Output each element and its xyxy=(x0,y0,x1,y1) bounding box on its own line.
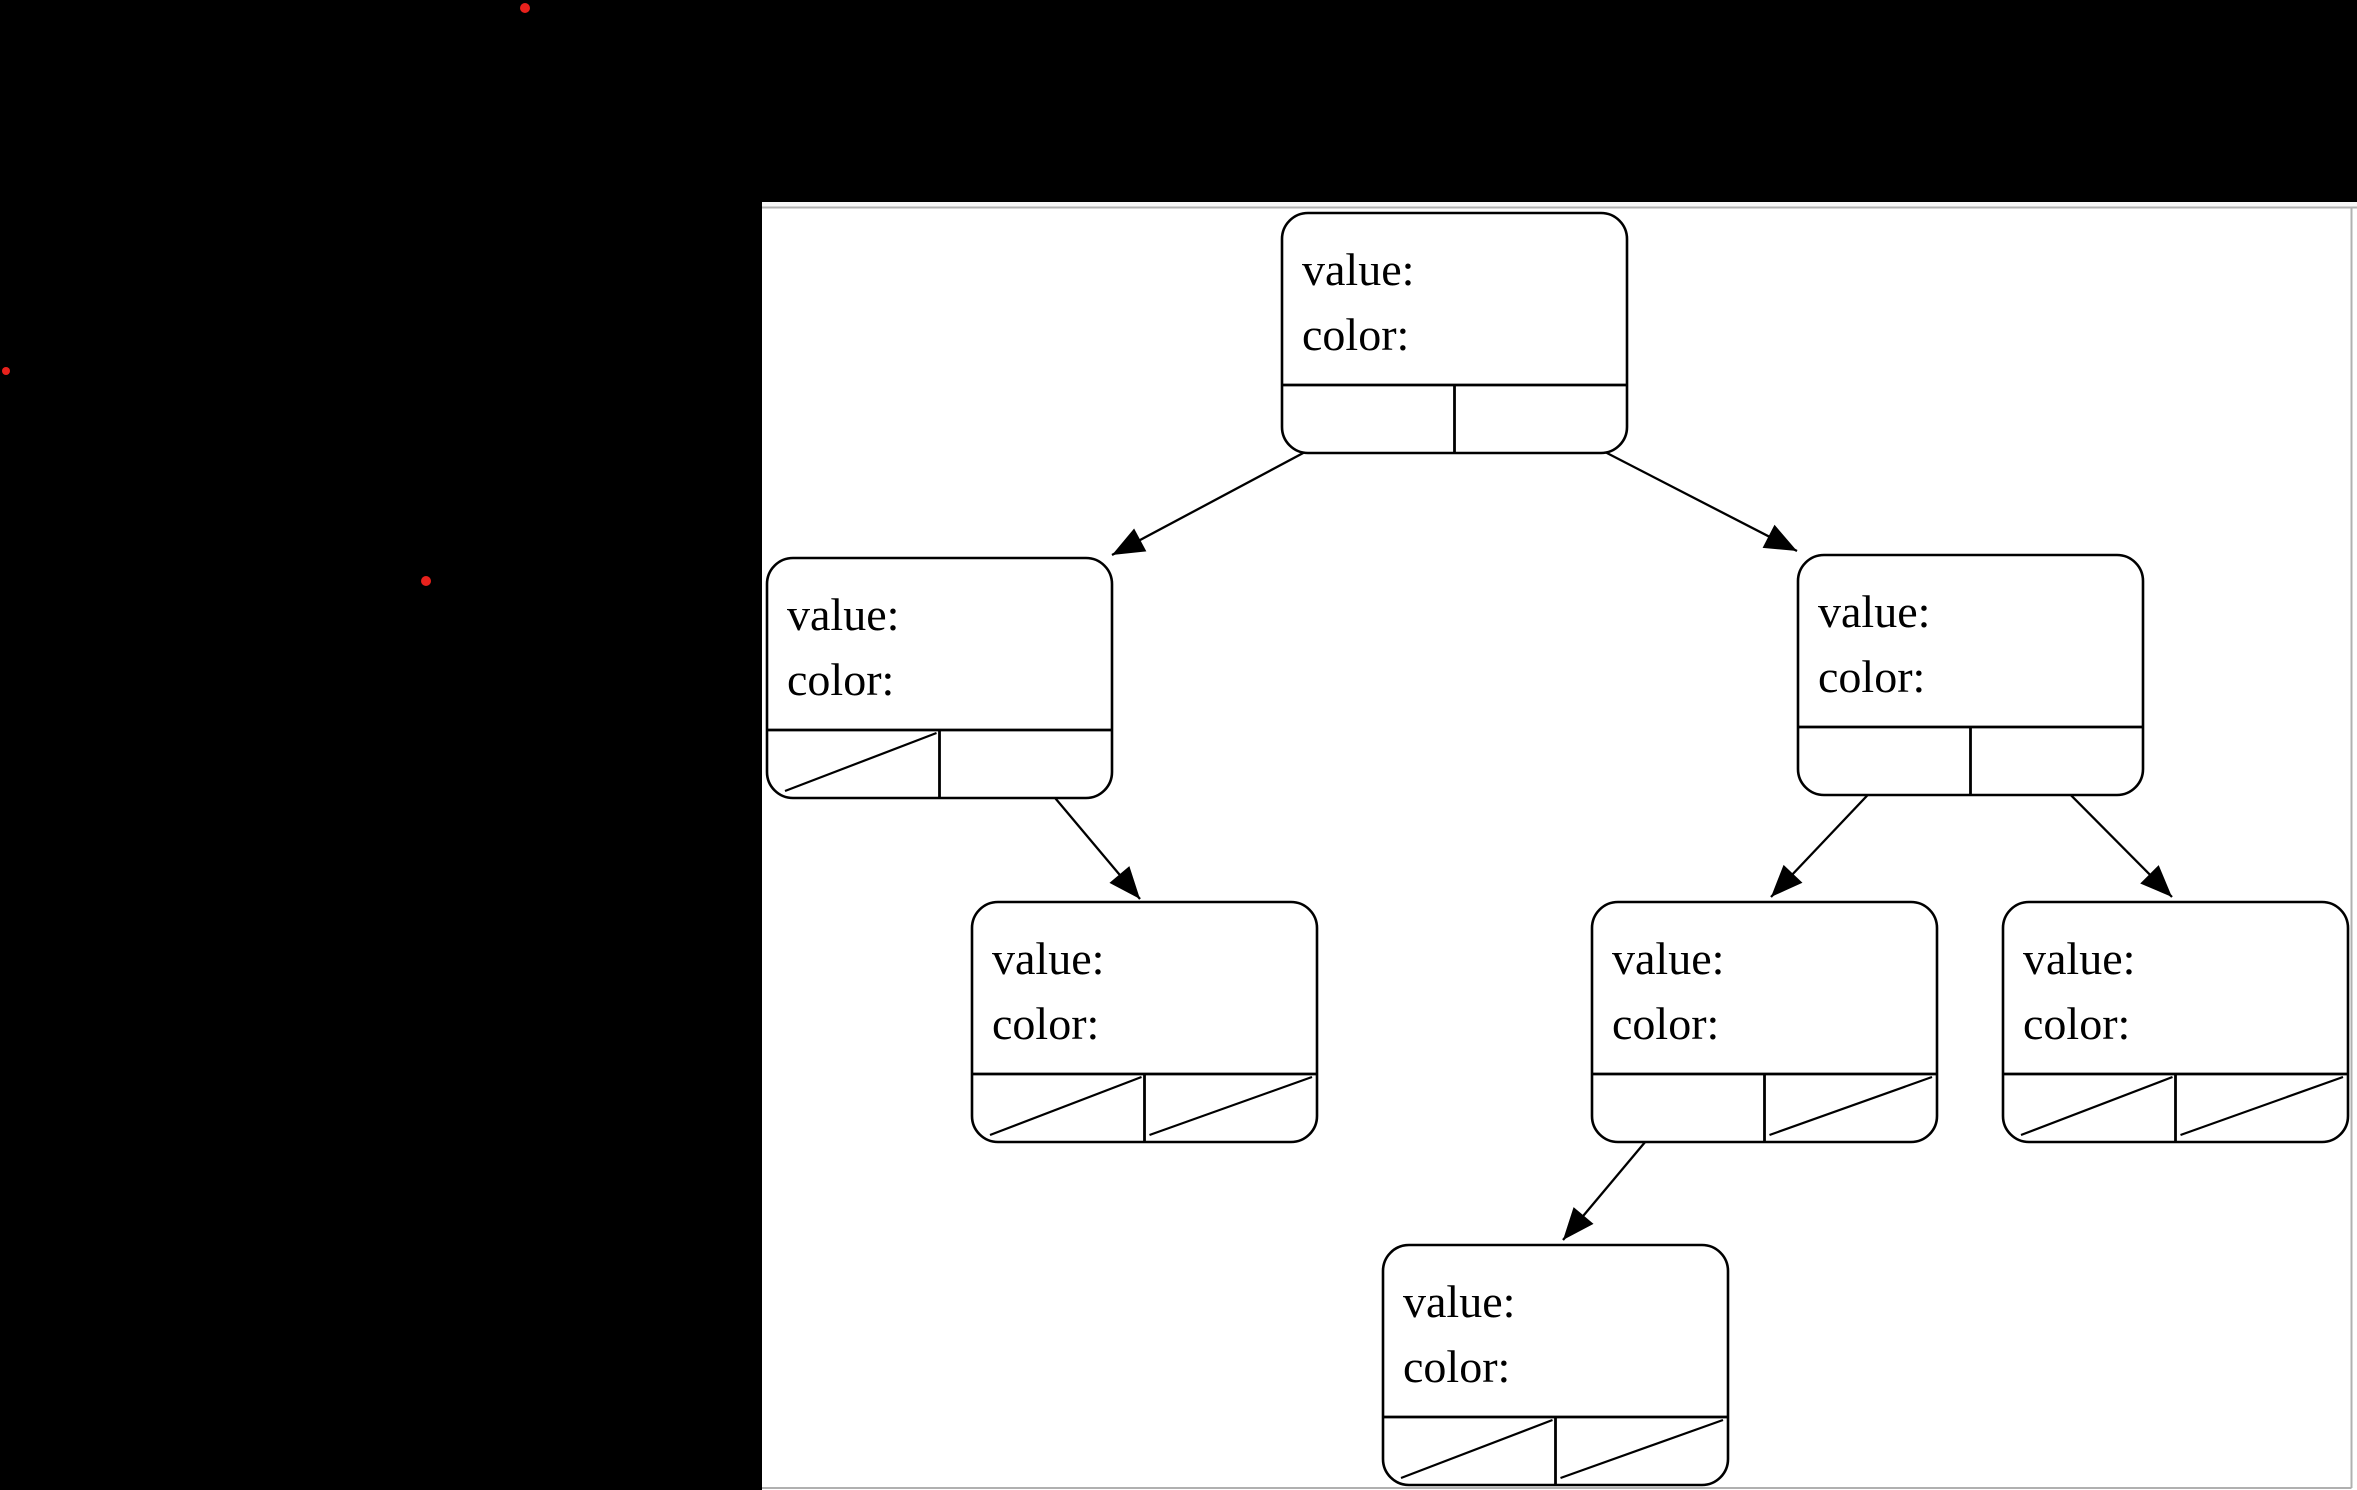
tree-nodes: value:color:value:color:value:color:valu… xyxy=(765,211,2350,1487)
node-color-label: color: xyxy=(992,998,1099,1049)
left-pointer-null-slash xyxy=(989,1075,1142,1137)
node-value-label: value: xyxy=(2023,933,2135,984)
tree-node-left-right-child: value: color: xyxy=(970,900,1319,1144)
node-color-label: color: xyxy=(787,654,894,705)
tree-node-root: value: color: xyxy=(1280,211,1629,455)
tree-node-right-right-child: value: color: xyxy=(2001,900,2350,1144)
tree-node-right-left-child: value: color: xyxy=(1590,900,1939,1144)
red-dot-2 xyxy=(2,367,10,375)
node-value-label: value: xyxy=(992,933,1104,984)
red-dot-3 xyxy=(421,576,431,586)
node-color-label: color: xyxy=(1612,998,1719,1049)
node-value-label: value: xyxy=(1818,586,1930,637)
right-pointer-null-slash xyxy=(1560,1418,1724,1480)
node-color-label: color: xyxy=(1403,1341,1510,1392)
left-pointer-null-slash xyxy=(2020,1075,2173,1137)
node-value-label: value: xyxy=(787,589,899,640)
right-pointer-null-slash xyxy=(2180,1075,2344,1137)
node-color-label: color: xyxy=(1818,651,1925,702)
tree-node-right-left-left-child: value: color: xyxy=(1381,1243,1730,1487)
panel-top-strip xyxy=(762,202,2357,207)
tree-node-left-child: value: color: xyxy=(765,556,1114,800)
node-value-label: value: xyxy=(1612,933,1724,984)
left-pointer-null-slash xyxy=(784,731,937,793)
tree-node-right-child: value: color: xyxy=(1796,553,2145,797)
right-pointer-null-slash xyxy=(1769,1075,1933,1137)
left-pointer-null-slash xyxy=(1400,1418,1553,1480)
red-dots xyxy=(2,3,530,586)
node-color-label: color: xyxy=(1302,309,1409,360)
right-pointer-null-slash xyxy=(1149,1075,1313,1137)
node-value-label: value: xyxy=(1302,244,1414,295)
node-value-label: value: xyxy=(1403,1276,1515,1327)
node-color-label: color: xyxy=(2023,998,2130,1049)
red-dot-1 xyxy=(520,3,530,13)
